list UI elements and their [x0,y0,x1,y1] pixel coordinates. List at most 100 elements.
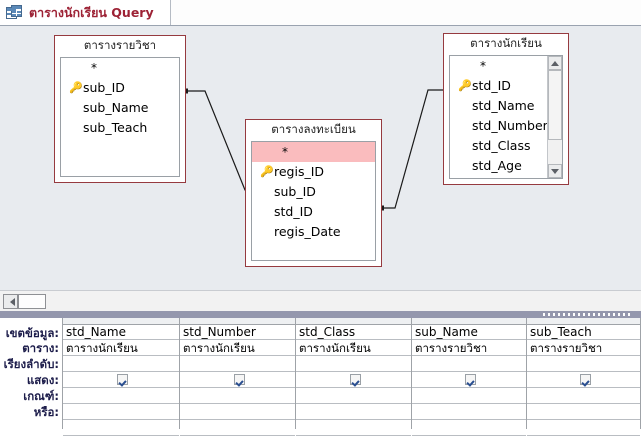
field-cell[interactable]: sub_Name [412,325,526,340]
table-cell[interactable]: ตารางรายวิชา [412,340,526,356]
column-selector[interactable] [180,318,295,325]
field-cell[interactable]: sub_Teach [527,325,640,340]
qbe-column-sub-teach[interactable]: sub_Teach ตารางรายวิชา [527,318,641,436]
field-row-star[interactable]: * [450,56,562,76]
show-cell[interactable] [296,372,411,388]
field-row-star[interactable]: * [61,58,179,78]
field-cell[interactable]: std_Number [180,325,295,340]
qbe-column-std-class[interactable]: std_Class ตารางนักเรียน [296,318,412,436]
field-name: sub_ID [274,184,316,199]
field-row-sub-id[interactable]: 🔑 sub_ID [61,78,179,98]
field-row-sub-teach[interactable]: sub_Teach [61,118,179,138]
or-cell[interactable] [412,404,526,420]
table-field-list[interactable]: * 🔑 regis_ID sub_ID std_ID regis_Date [251,141,376,261]
row-header-field: เขตข้อมูล: [5,326,59,340]
field-row-std-id[interactable]: std_ID [252,202,375,222]
or-cell[interactable] [527,404,640,420]
qbe-column-sub-name[interactable]: sub_Name ตารางรายวิชา [412,318,527,436]
scroll-up-button[interactable] [548,56,562,70]
criteria-cell[interactable] [527,388,640,404]
extra-cell[interactable] [412,420,526,436]
field-row-sub-id[interactable]: sub_ID [252,182,375,202]
tab-query-design[interactable]: ตารางนักเรียน Query [0,0,171,25]
primary-key-icon: 🔑 [260,165,274,178]
qbe-row-headers: เขตข้อมูล: ตาราง: เรียงลำดับ: แสดง: เกณฑ… [0,318,62,429]
sort-cell[interactable] [180,356,295,372]
extra-cell[interactable] [527,420,640,436]
table-cell[interactable]: ตารางนักเรียน [63,340,179,356]
qbe-grid[interactable]: เขตข้อมูล: ตาราง: เรียงลำดับ: แสดง: เกณฑ… [0,318,641,436]
table-cell[interactable]: ตารางนักเรียน [296,340,411,356]
show-cell[interactable] [180,372,295,388]
extra-cell[interactable] [296,420,411,436]
show-cell[interactable] [63,372,179,388]
table-cell[interactable]: ตารางนักเรียน [180,340,295,356]
pane-splitter[interactable] [0,311,641,318]
qbe-column-std-name[interactable]: std_Name ตารางนักเรียน [62,318,180,436]
design-surface-horizontal-scrollbar[interactable] [0,290,641,312]
field-name: std_Name [472,98,535,113]
field-name: std_Number [472,118,548,133]
field-name: std_Age [472,158,522,173]
show-checkbox[interactable] [579,374,591,385]
show-checkbox[interactable] [349,374,361,385]
primary-key-icon: 🔑 [69,81,83,94]
show-checkbox[interactable] [465,374,476,385]
field-row-std-number[interactable]: std_Number [450,116,562,136]
column-selector[interactable] [296,318,411,325]
field-row-regis-date[interactable]: regis_Date [252,222,375,242]
criteria-cell[interactable] [63,388,179,404]
table-field-list[interactable]: * 🔑 sub_ID sub_Name sub_Teach [60,57,180,177]
field-name: regis_ID [274,164,325,179]
or-cell[interactable] [296,404,411,420]
show-cell[interactable] [527,372,640,388]
scrollbar-thumb[interactable] [18,294,46,309]
column-selector[interactable] [527,318,640,325]
scroll-down-button[interactable] [548,164,562,178]
field-row-star[interactable]: * [252,142,375,162]
field-name: * [282,145,288,159]
extra-cell[interactable] [63,420,179,436]
scroll-left-button[interactable] [3,294,18,309]
show-cell[interactable] [412,372,526,388]
column-selector[interactable] [412,318,526,325]
join-line-registration-student [379,87,448,211]
chevron-up-icon [551,60,559,66]
field-row-regis-id[interactable]: 🔑 regis_ID [252,162,375,182]
field-cell[interactable]: std_Class [296,325,411,340]
show-checkbox[interactable] [117,374,128,385]
table-box-registration[interactable]: ตารางลงทะเบียน * 🔑 regis_ID sub_ID std_I… [245,119,382,267]
field-row-std-class[interactable]: std_Class [450,136,562,156]
criteria-cell[interactable] [412,388,526,404]
extra-cell[interactable] [180,420,295,436]
sort-cell[interactable] [527,356,640,372]
show-checkbox[interactable] [233,374,245,385]
table-box-subject[interactable]: ตารางรายวิชา * 🔑 sub_ID sub_Name sub_Tea… [54,35,186,183]
column-selector[interactable] [63,318,179,325]
scrollbar-thumb[interactable] [548,70,562,140]
field-name: sub_Teach [83,120,148,135]
or-cell[interactable] [63,404,179,420]
chevron-left-icon [6,297,15,306]
field-row-std-age[interactable]: std_Age [450,156,562,176]
criteria-cell[interactable] [180,388,295,404]
query-design-surface[interactable]: ตารางรายวิชา * 🔑 sub_ID sub_Name sub_Tea… [0,26,641,290]
table-field-list[interactable]: * 🔑 std_ID std_Name std_Number std_Class [449,55,563,179]
field-row-std-id[interactable]: 🔑 std_ID [450,76,562,96]
sort-cell[interactable] [412,356,526,372]
or-cell[interactable] [180,404,295,420]
field-row-sub-name[interactable]: sub_Name [61,98,179,118]
qbe-column-std-number[interactable]: std_Number ตารางนักเรียน [180,318,296,436]
field-list-vertical-scrollbar[interactable] [547,56,562,178]
sort-cell[interactable] [63,356,179,372]
sort-cell[interactable] [296,356,411,372]
table-cell[interactable]: ตารางรายวิชา [527,340,640,356]
primary-key-icon: 🔑 [458,79,472,92]
field-name: sub_ID [83,80,125,95]
criteria-cell[interactable] [296,388,411,404]
tab-label: ตารางนักเรียน Query [29,4,154,20]
field-cell[interactable]: std_Name [63,325,179,340]
splitter-grip [543,313,633,316]
field-row-std-name[interactable]: std_Name [450,96,562,116]
table-box-student[interactable]: ตารางนักเรียน * 🔑 std_ID std_Name std_Nu… [443,33,569,185]
